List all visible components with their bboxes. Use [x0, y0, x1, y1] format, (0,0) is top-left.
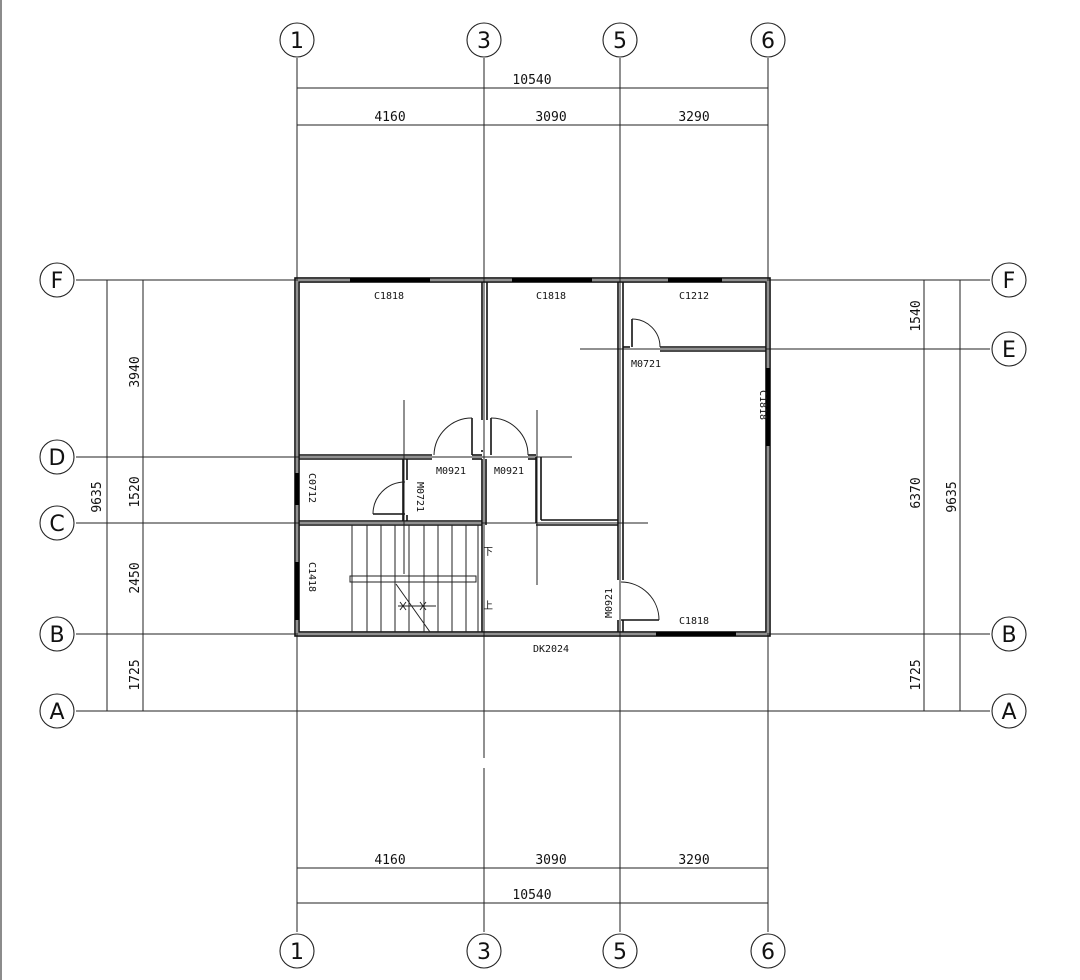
axis-bubbles-bottom: 1 3 5 6: [279, 933, 786, 969]
axis-label-top-6: 6: [761, 29, 775, 54]
axis-label-bottom-5: 5: [613, 940, 627, 965]
dim-top-seg-1: 4160: [374, 110, 405, 125]
axis-label-left-B: B: [49, 623, 64, 648]
dim-bottom-seg-3: 3290: [678, 853, 709, 868]
axis-bubble-bottom-1: [279, 933, 315, 969]
dim-left-seg-2: 1520: [128, 476, 143, 507]
axis-bubbles-top: 1 3 5 6: [279, 22, 786, 58]
label-door-m0721-v: M0721: [414, 482, 425, 512]
axis-bubble-right-F: [991, 262, 1027, 298]
dim-bottom-seg-2: 3090: [535, 853, 566, 868]
dim-right-total: 9635: [945, 481, 960, 512]
axis-label-right-E: E: [1002, 338, 1016, 363]
dim-top-total: 10540: [512, 73, 551, 88]
plan-labels: C1818 C1818 C1212 M0721 C1818 M0921 M092…: [306, 291, 768, 655]
axis-bubble-bottom-6: [750, 933, 786, 969]
dim-left-seg-1: 3940: [128, 356, 143, 387]
axis-label-left-F: F: [51, 269, 64, 294]
axis-bubble-left-D: [39, 439, 75, 475]
axis-label-bottom-3: 3: [477, 940, 491, 965]
axis-bubble-left-C: [39, 505, 75, 541]
axis-lines: [76, 58, 990, 932]
windows: [295, 278, 770, 636]
axis-bubble-top-5: [602, 22, 638, 58]
dimension-lines: [106, 87, 961, 904]
label-door-m0921-v: M0921: [604, 588, 615, 618]
label-window-c0712: C0712: [306, 473, 317, 503]
axis-label-bottom-1: 1: [290, 940, 304, 965]
axis-label-top-1: 1: [290, 29, 304, 54]
axis-label-right-F: F: [1003, 269, 1016, 294]
axis-bubble-left-F: [39, 262, 75, 298]
axis-label-left-C: C: [49, 512, 64, 537]
label-window-c1418: C1418: [306, 562, 317, 592]
axis-bubbles-left: F D C B A: [39, 262, 75, 729]
dim-right-seg-1: 1540: [909, 300, 924, 331]
dim-bottom-seg-1: 4160: [374, 853, 405, 868]
label-stair-up: 上: [483, 600, 493, 612]
axis-label-right-A: A: [1001, 700, 1016, 725]
label-window-b: C1818: [679, 616, 709, 627]
label-stair-down: 下: [483, 547, 493, 558]
axis-label-left-D: D: [49, 446, 66, 471]
label-window-f2: C1818: [536, 291, 566, 302]
label-door-e: M0721: [631, 359, 661, 370]
axis-bubble-right-A: [991, 693, 1027, 729]
label-opening-dk2024: DK2024: [533, 644, 569, 655]
axis-bubble-right-B: [991, 616, 1027, 652]
dimension-labels: 10540 4160 3090 3290 4160 3090 3290 1054…: [90, 73, 960, 903]
axis-label-top-5: 5: [613, 29, 627, 54]
axis-label-left-A: A: [49, 700, 64, 725]
axis-bubble-right-E: [991, 331, 1027, 367]
label-window-right: C1818: [757, 390, 768, 420]
axis-bubble-top-1: [279, 22, 315, 58]
label-door-d2: M0921: [494, 466, 524, 477]
axis-bubble-left-A: [39, 693, 75, 729]
dim-left-seg-3: 2450: [128, 562, 143, 593]
axis-bubble-top-6: [750, 22, 786, 58]
dim-right-seg-3: 1725: [909, 659, 924, 690]
label-window-f3: C1212: [679, 291, 709, 302]
doors: [372, 318, 661, 621]
axis-label-top-3: 3: [477, 29, 491, 54]
axis-label-bottom-6: 6: [761, 940, 775, 965]
dim-bottom-total: 10540: [512, 888, 551, 903]
stairs: [349, 400, 538, 633]
label-door-d1: M0921: [436, 466, 466, 477]
axis-bubble-top-3: [466, 22, 502, 58]
axis-bubble-bottom-5: [602, 933, 638, 969]
label-window-f1: C1818: [374, 291, 404, 302]
dim-top-seg-2: 3090: [535, 110, 566, 125]
axis-bubble-left-B: [39, 616, 75, 652]
dim-top-seg-3: 3290: [678, 110, 709, 125]
axis-label-right-B: B: [1001, 623, 1016, 648]
dim-right-seg-2: 6370: [909, 477, 924, 508]
axis-bubble-bottom-3: [466, 933, 502, 969]
dim-left-seg-4: 1725: [128, 659, 143, 690]
axis-bubbles-right: F E B A: [991, 262, 1027, 729]
dim-left-total: 9635: [90, 481, 105, 512]
